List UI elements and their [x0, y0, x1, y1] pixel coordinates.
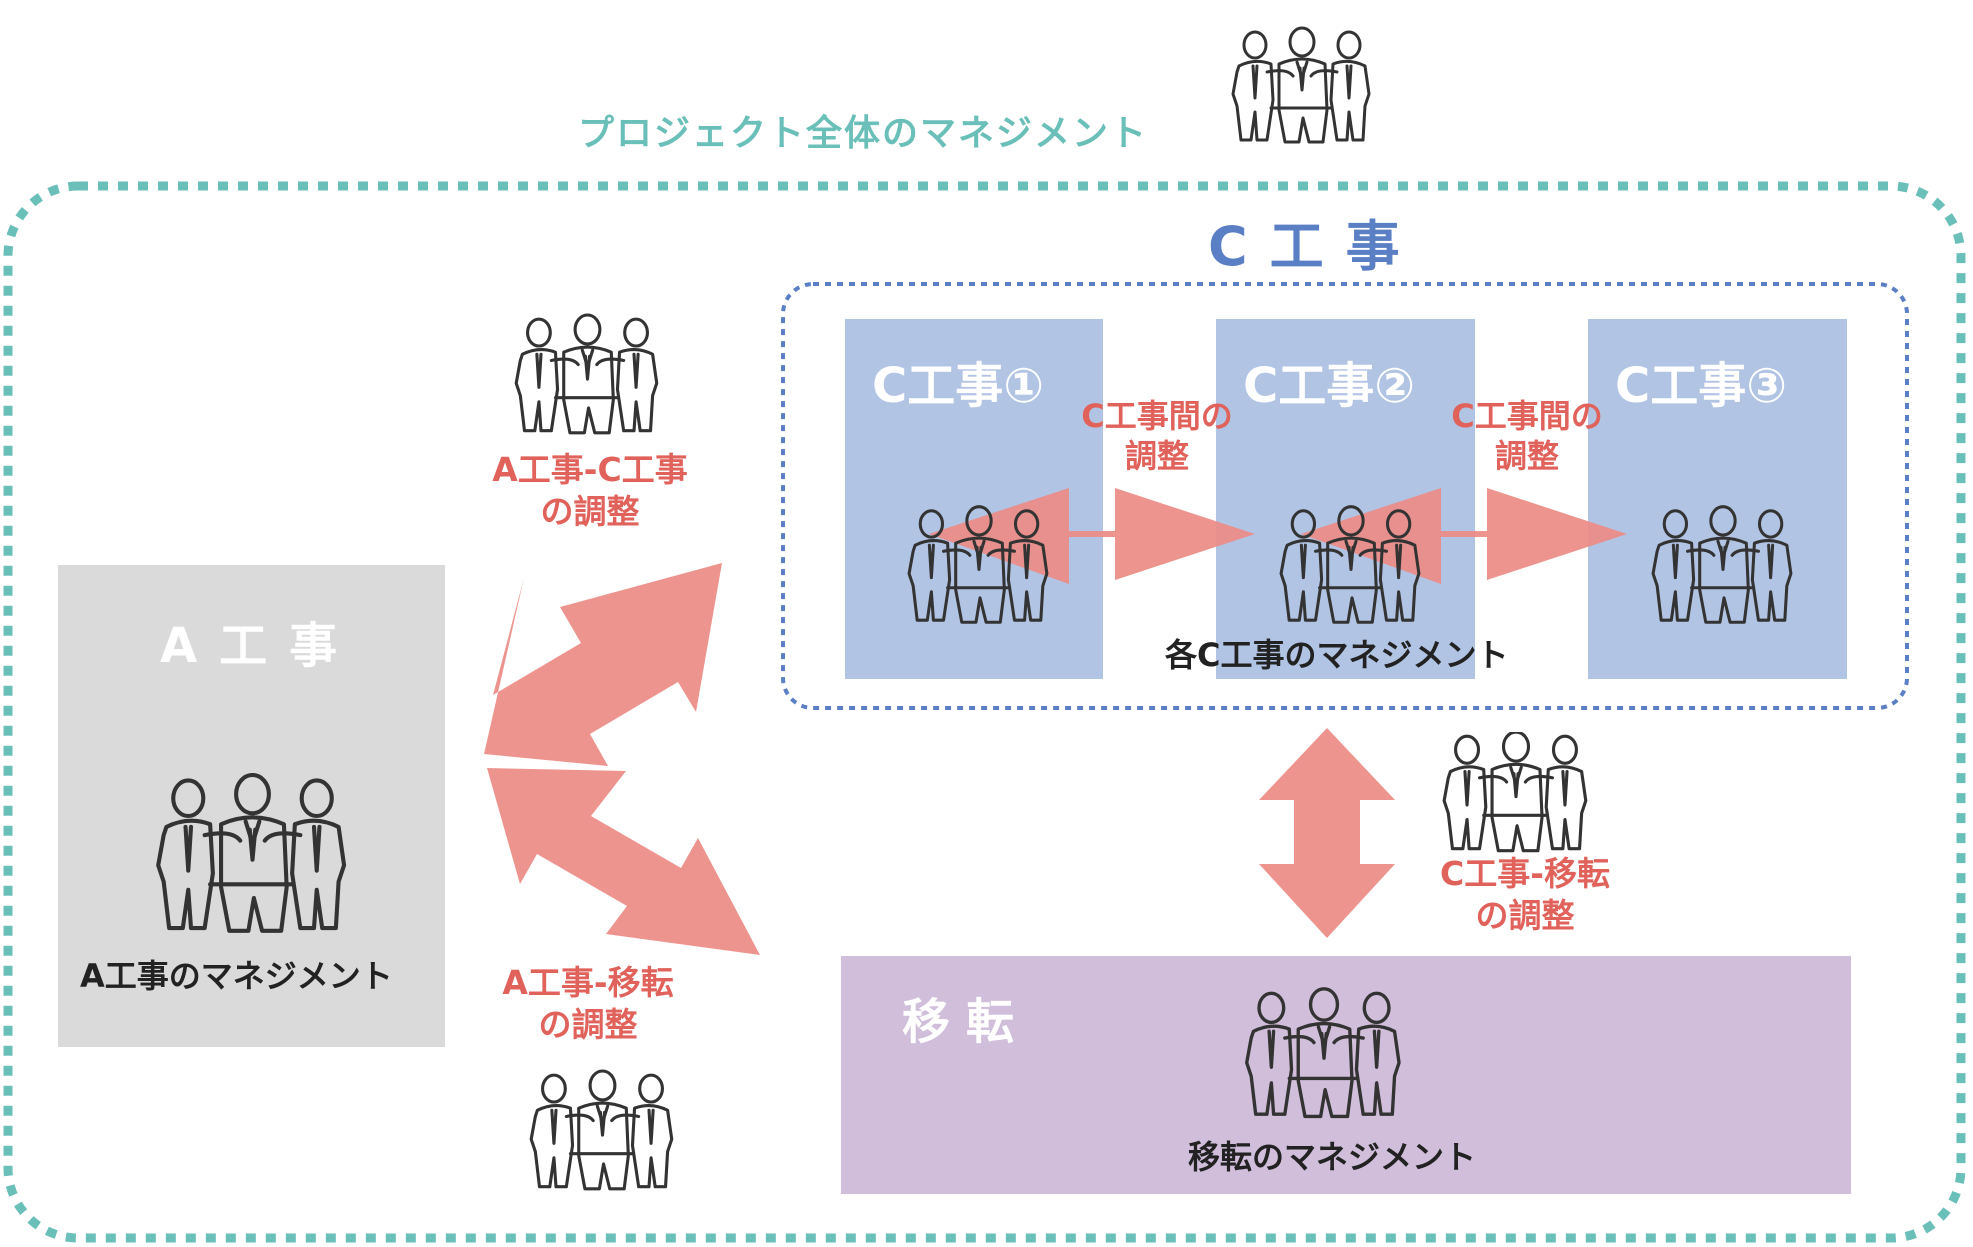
arrow-c-move	[1259, 728, 1395, 938]
group-icon-c1	[903, 505, 1055, 630]
c-unit-label-2: C工事②	[1243, 358, 1415, 414]
c-move-coordination-label: C工事-移転 の調整	[1415, 853, 1635, 937]
a-c-line1: A工事-C工事	[492, 450, 688, 489]
group-icon-c2	[1275, 505, 1427, 630]
group-icon-a	[150, 773, 355, 941]
project-frame	[3, 181, 1966, 1243]
c-management-label: 各C工事のマネジメント	[1165, 636, 1509, 674]
c-inter-coordination-label-2: C工事間の 調整	[1432, 396, 1622, 476]
arrow-a-c	[484, 563, 722, 766]
c-group-title: C工事	[1208, 215, 1422, 278]
a-move-coordination-label: A工事-移転 の調整	[468, 962, 708, 1046]
c-inter-line2: 調整	[1124, 437, 1189, 475]
c-unit-label-3: C工事③	[1615, 358, 1787, 414]
c-inter-coordination-label-1: C工事間の 調整	[1062, 396, 1252, 476]
group-icon-a-move	[525, 1068, 680, 1198]
c-unit-label-1: C工事①	[872, 358, 1044, 414]
a-c-line2: の調整	[540, 492, 640, 531]
group-icon-c3	[1647, 505, 1799, 630]
relocation-box	[841, 956, 1851, 1194]
a-construction-box	[58, 565, 445, 1047]
relocation-management-label: 移転のマネジメント	[1188, 1138, 1477, 1176]
c-inter-line1: C工事間の	[1451, 397, 1603, 435]
c-unit-box-3	[1588, 319, 1847, 679]
a-management-label: A工事のマネジメント	[80, 957, 393, 995]
group-icon-a-c	[510, 312, 665, 442]
c-inter-line2: 調整	[1494, 437, 1559, 475]
group-icon-project	[1227, 10, 1377, 166]
a-construction-title: A工事	[160, 618, 360, 674]
project-title: プロジェクト全体のマネジメント	[578, 113, 1149, 154]
c-inter-line1: C工事間の	[1081, 397, 1233, 435]
a-move-line1: A工事-移転	[502, 963, 674, 1002]
group-icon-c-move	[1435, 732, 1597, 857]
c-move-line1: C工事-移転	[1440, 854, 1610, 893]
a-c-coordination-label: A工事-C工事 の調整	[470, 449, 710, 533]
relocation-title: 移転	[902, 994, 1031, 1050]
arrow-a-move	[487, 768, 760, 955]
a-move-line2: の調整	[538, 1005, 638, 1044]
c-group-frame	[781, 282, 1909, 710]
c-move-line2: の調整	[1475, 896, 1575, 935]
group-icon-move	[1240, 987, 1408, 1125]
